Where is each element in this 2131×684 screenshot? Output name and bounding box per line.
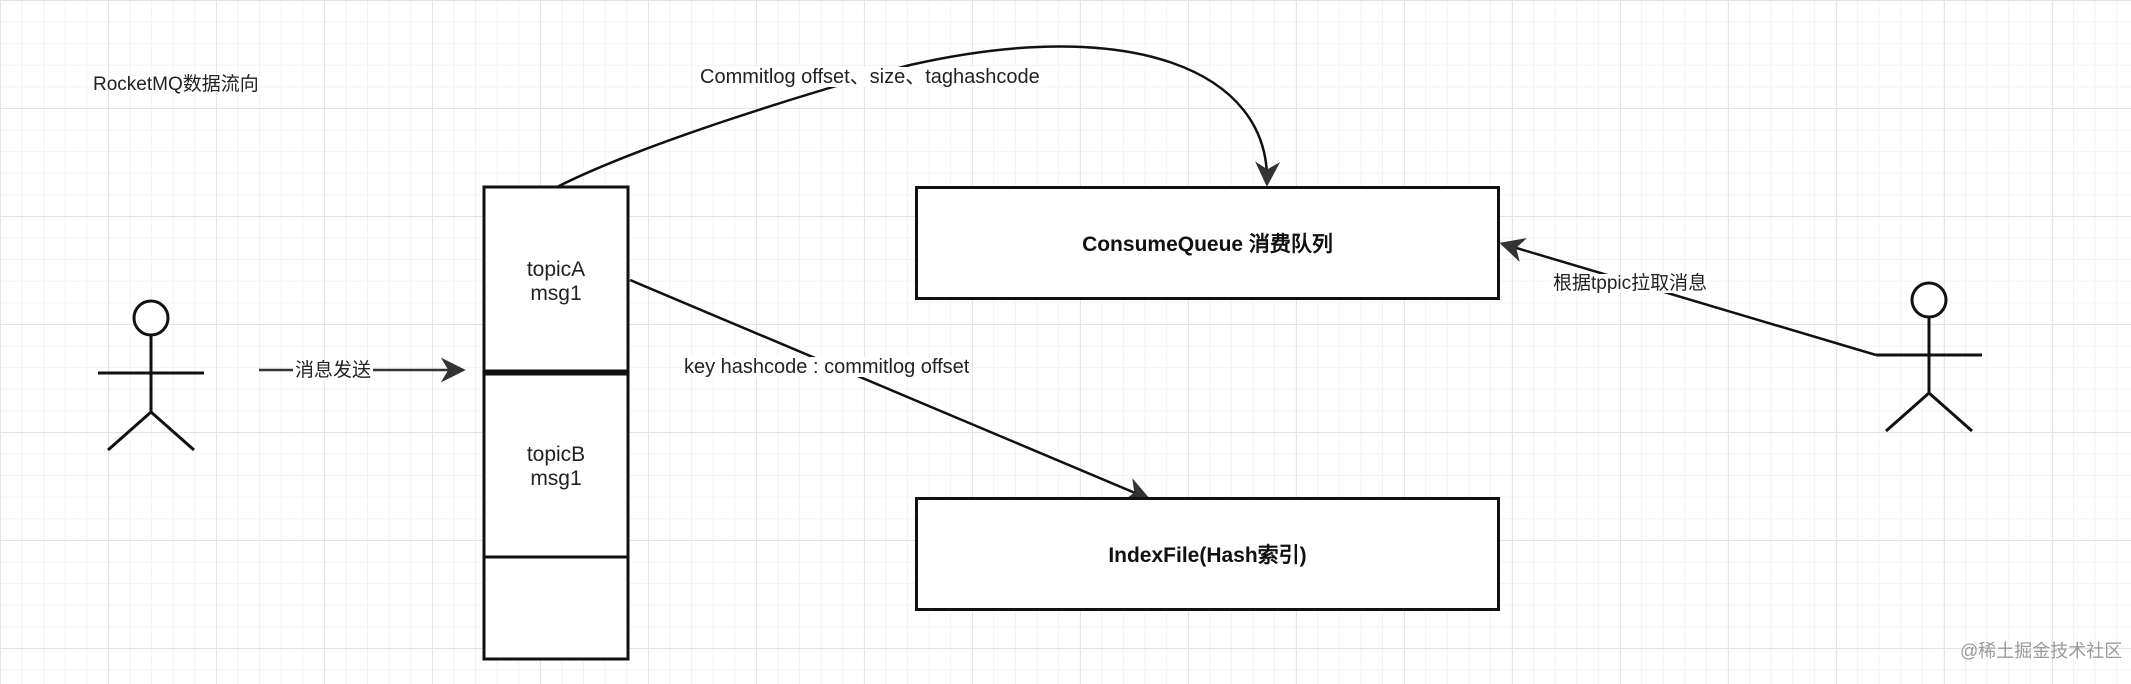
index-file-box: IndexFile(Hash索引) [915, 497, 1500, 611]
commitlog-cell-1: topicA msg1 [527, 258, 585, 306]
consumer-actor [1876, 281, 1982, 433]
commitlog-cell-2-topic: topicB [526, 443, 586, 466]
commitlog-cell-1-topic: topicA [526, 258, 586, 281]
commitlog-offset-label: Commitlog offset、size、taghashcode [698, 66, 1042, 88]
consume-queue-box: ConsumeQueue 消费队列 [915, 186, 1500, 300]
pull-label: 根据tppic拉取消息 [1551, 273, 1710, 294]
producer-actor [98, 299, 204, 452]
diagram-title: RocketMQ数据流向 [93, 74, 259, 95]
commitlog-to-indexfile-arrow [629, 278, 1151, 502]
commitlog-to-consumequeue-arrow [556, 45, 1281, 189]
key-hashcode-label: key hashcode : commitlog offset [682, 356, 972, 378]
commitlog-cell-1-msg: msg1 [530, 282, 582, 305]
send-label: 消息发送 [293, 360, 374, 381]
pull-arrow [1499, 238, 1877, 357]
commitlog-cell-2: topicB msg1 [527, 443, 585, 491]
watermark: @稀土掘金技术社区 [1960, 641, 2123, 661]
commitlog-cell-2-msg: msg1 [530, 467, 582, 490]
consume-queue-label: ConsumeQueue 消费队列 [1082, 233, 1333, 256]
index-file-label: IndexFile(Hash索引) [1108, 544, 1307, 567]
commitlog-column [482, 185, 630, 661]
